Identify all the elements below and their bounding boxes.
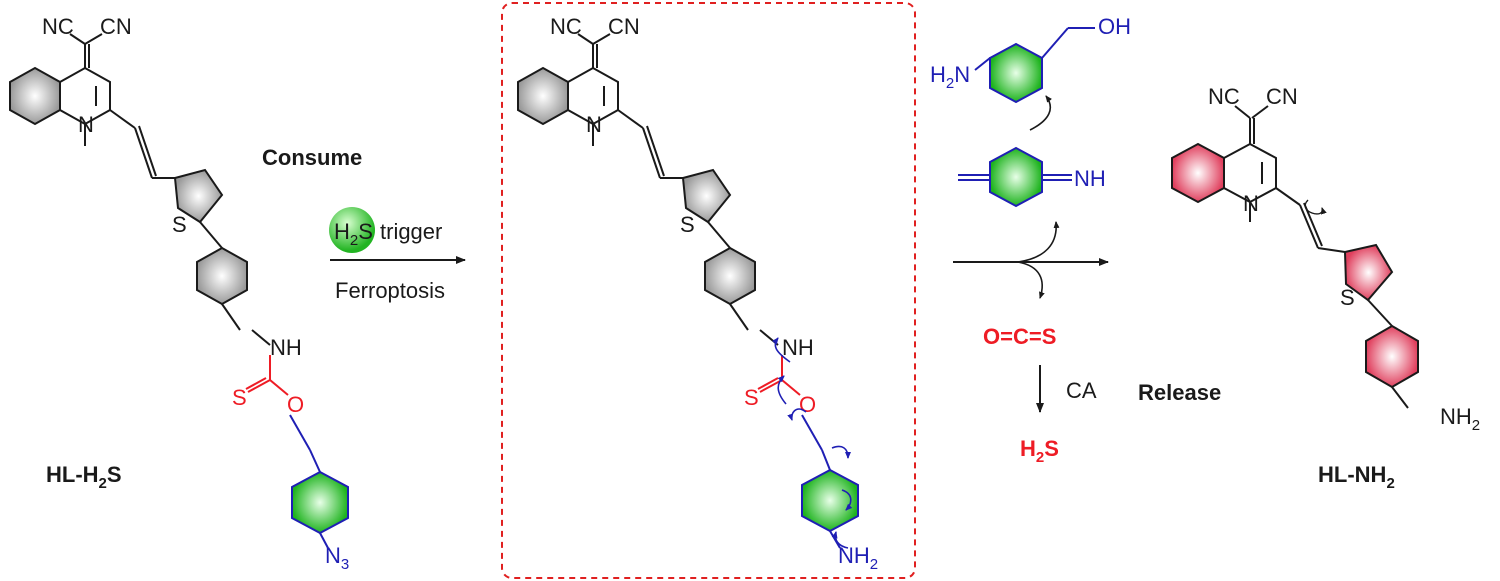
ocs-label: O=C=S: [983, 324, 1056, 349]
aminobenzyl-alcohol: H2N OH: [930, 14, 1131, 104]
s-atom: S: [172, 212, 187, 237]
probe-molecule: NC CN N S NH S O N3: [9, 14, 349, 573]
nc-atom-3: NC: [1208, 84, 1240, 109]
intermediate-box: [501, 2, 916, 579]
n3-atom: N3: [325, 543, 349, 573]
ca-label: CA: [1066, 378, 1097, 403]
o-atom: O: [287, 392, 304, 417]
product-molecule: NC CN N S NH2: [1171, 84, 1480, 434]
release-label: Release: [1138, 380, 1221, 405]
n-atom-3: N: [1243, 191, 1259, 216]
probe-label: HL-H2S: [46, 462, 122, 492]
to-alcohol-arrow: [1029, 95, 1052, 131]
rotation-arrow: [1304, 199, 1327, 215]
s-thio-atom: S: [232, 385, 247, 410]
thiophene-ring: [173, 168, 224, 249]
nh-atom-2: NH: [782, 335, 814, 360]
h2s-trigger-badge: H2S: [329, 207, 375, 253]
cn-atom: CN: [100, 14, 132, 39]
ferroptosis-label: Ferroptosis: [335, 278, 445, 303]
thiocarbamate-group: [245, 355, 289, 396]
quinone-methide-imine: NH: [958, 146, 1106, 208]
imine-nh: NH: [1074, 166, 1106, 191]
ocs-branch-arrow: [1017, 261, 1045, 299]
cn-atom-3: CN: [1266, 84, 1298, 109]
intermediate-molecule: NC CN N S NH S O NH2: [517, 14, 878, 573]
product-label: HL-NH2: [1318, 462, 1395, 492]
imine-branch-arrow: [1017, 221, 1060, 263]
nc-atom-2: NC: [550, 14, 582, 39]
nc-atom: NC: [42, 14, 74, 39]
nh2-atom-3: NH2: [1440, 404, 1480, 434]
s-atom-2: S: [680, 212, 695, 237]
consume-label: Consume: [262, 145, 362, 170]
trigger-label: trigger: [380, 219, 442, 244]
oh-group: OH: [1098, 14, 1131, 39]
h2s-product-label: H2S: [1020, 436, 1059, 466]
n-atom: N: [78, 112, 94, 137]
s-thio-atom-2: S: [744, 385, 759, 410]
svg-text:H2N: H2N: [930, 62, 970, 92]
nh-atom: NH: [270, 335, 302, 360]
electron-push-arrows: [772, 337, 853, 549]
n-atom-2: N: [586, 112, 602, 137]
svg-text:H2S: H2S: [334, 219, 373, 249]
cn-atom-2: CN: [608, 14, 640, 39]
phenyl-ring: [196, 246, 248, 331]
quinoline-core: [9, 33, 175, 179]
o-atom-2: O: [799, 392, 816, 417]
s-atom-3: S: [1340, 285, 1355, 310]
azidobenzyl-group: [289, 414, 349, 549]
